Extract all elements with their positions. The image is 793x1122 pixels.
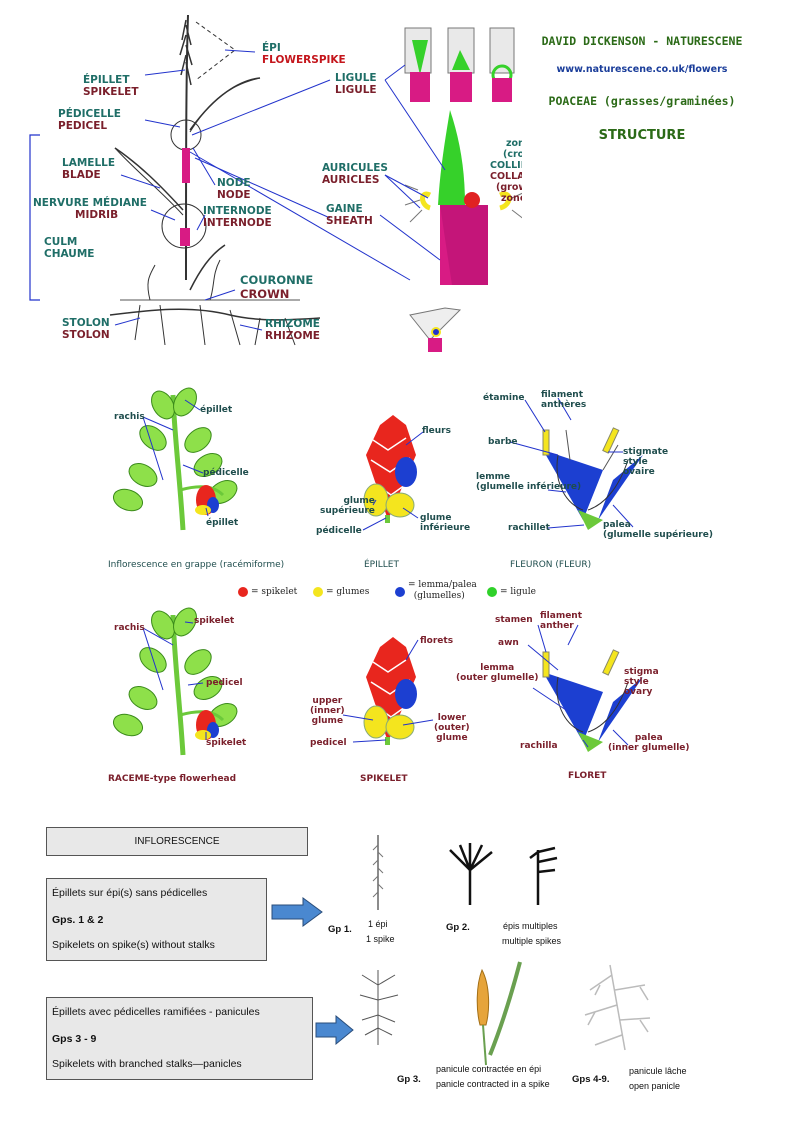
gp2-caption-b: multiple spikes (502, 936, 562, 946)
gp4-caption-a: panicule lâche (629, 1066, 687, 1076)
box2-line1: Épillets avec pédicelles ramifiées - pan… (52, 1006, 260, 1018)
gp4-label: Gps 4-9. (572, 1074, 610, 1085)
author-title: DAVID DICKENSON - NATURESCENE (541, 34, 743, 48)
fr-caption-epillet: ÉPILLET (364, 560, 399, 570)
arrow-right-icon (271, 897, 323, 927)
gp3-caption-b: panicle contracted in a spike (436, 1079, 550, 1089)
en-label-florets: florets (420, 636, 454, 646)
fr-label-lemme: lemme(glumelle inférieure) (476, 472, 582, 492)
legend-ligule: = ligule (500, 587, 536, 597)
fr-caption-inflorescence: Inflorescence en grappe (racémiforme) (108, 560, 285, 570)
legend-spikelet: = spikelet (251, 587, 298, 597)
family-title: POACEAE (grasses/graminées) (548, 94, 736, 108)
en-label-rachilla: rachilla (520, 741, 558, 751)
color-legend: = spikelet = glumes = lemma/palea (glume… (88, 580, 696, 604)
fr-label-pedicelle-2: pédicelle (316, 526, 362, 536)
en-label-upper-glume: upper(inner)glume (310, 696, 345, 726)
gp3-label: Gp 3. (397, 1074, 421, 1085)
inflorescence-box: INFLORESCENCE (46, 827, 308, 856)
box1-line1: Épillets sur épi(s) sans pédicelles (52, 887, 208, 899)
grass-plant-illustration (29, 14, 526, 352)
fr-label-rachillet: rachillet (508, 523, 550, 533)
en-label-spikelet-bottom: spikelet (206, 738, 247, 748)
en-label-stamen: stamen (495, 615, 533, 625)
website-link[interactable]: www.naturescene.co.uk/flowers (556, 64, 728, 75)
gp4-caption-b: open panicle (629, 1081, 681, 1091)
group-box-1: Épillets sur épi(s) sans pédicelles Gps.… (46, 878, 267, 961)
arrow-right-icon (315, 1014, 354, 1046)
gp1-caption-a: 1 épi (368, 919, 388, 929)
en-caption-floret: FLORET (568, 771, 607, 781)
box1-line3: Spikelets on spike(s) without stalks (52, 939, 215, 951)
en-label-rachis: rachis (114, 623, 145, 633)
fr-label-pedicelle: pédicelle (203, 468, 249, 478)
credit-panel: DAVID DICKENSON - NATURESCENE www.nature… (522, 18, 793, 375)
fr-label-palea: palea(glumelle supérieure) (603, 520, 713, 540)
group-box-2: Épillets avec pédicelles ramifiées - pan… (46, 997, 313, 1080)
fr-label-rachis: rachis (114, 412, 145, 422)
en-label-pedicel-2: pedicel (310, 738, 347, 748)
gp1-label: Gp 1. (328, 924, 352, 935)
box2-line2: Gps 3 - 9 (52, 1033, 97, 1045)
gp2-caption-a: épis multiples (503, 921, 558, 931)
en-label-pedicel: pedicel (206, 678, 243, 688)
fr-label-fleurs: fleurs (422, 426, 451, 436)
en-caption-raceme: RACEME-type flowerhead (108, 774, 237, 784)
gp3-caption-a: panicule contractée en épi (436, 1064, 542, 1074)
gp2-label: Gp 2. (446, 922, 470, 933)
box1-line2: Gps. 1 & 2 (52, 914, 104, 926)
fr-label-barbe: barbe (488, 437, 518, 447)
en-caption-spikelet: SPIKELET (360, 774, 408, 784)
legend-glumes: = glumes (326, 587, 370, 597)
fr-label-epillet-bottom: épillet (206, 518, 239, 528)
en-label-awn: awn (498, 638, 519, 648)
structure-heading: STRUCTURE (598, 128, 686, 143)
gp1-caption-b: 1 spike (366, 934, 395, 944)
fr-label-epillet-top: épillet (200, 405, 233, 415)
fr-label-etamine: étamine (483, 393, 525, 403)
en-label-lower-glume: lower(outer)glume (434, 713, 470, 743)
en-label-lemma: lemma(outer glumelle) (456, 663, 539, 683)
en-label-spikelet-top: spikelet (194, 616, 235, 626)
legend-lemma: = lemma/palea (glumelles) (408, 580, 477, 601)
box2-line3: Spikelets with branched stalks—panicles (52, 1058, 242, 1070)
spikelet-illustrations (112, 387, 643, 756)
fr-caption-fleuron: FLEURON (FLEUR) (510, 560, 592, 570)
en-label-palea: palea(inner glumelle) (608, 733, 690, 753)
middle-section: rachis épillet pédicelle épillet Inflore… (88, 370, 713, 820)
